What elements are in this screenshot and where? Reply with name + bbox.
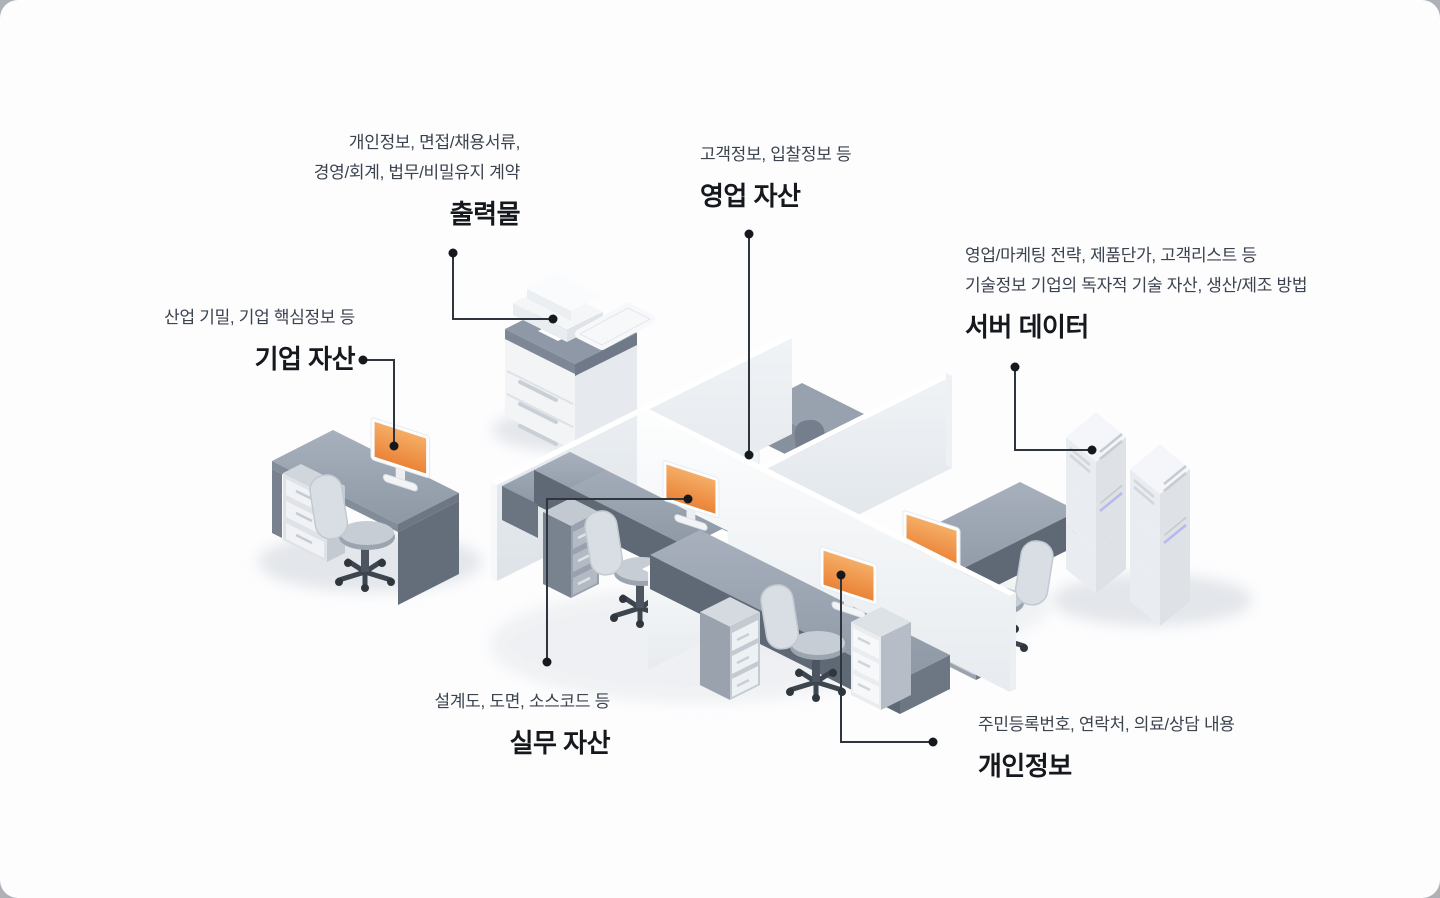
label-personal-info-desc-line1: 주민등록번호, 연락처, 의료/상담 내용: [978, 715, 1235, 734]
server-stack-right: [1130, 444, 1190, 626]
pedestal-south-right: [851, 607, 911, 710]
label-corporate-assets-desc: 산업 기밀, 기업 핵심정보 등: [164, 303, 355, 333]
label-corporate-assets-desc-line1: 산업 기밀, 기업 핵심정보 등: [164, 308, 355, 327]
label-work-assets-title: 실무 자산: [509, 728, 611, 758]
label-server-data-desc-line2: 기술정보 기업의 독자적 기술 자산, 생산/제조 방법: [965, 276, 1308, 295]
label-sales-assets-title: 영업 자산: [700, 181, 801, 211]
label-sales-assets-desc: 고객정보, 입찰정보 등: [700, 140, 852, 170]
connector-work-assets: [546, 498, 688, 662]
label-sales-assets-desc-line1: 고객정보, 입찰정보 등: [700, 145, 852, 164]
server-stack-left: [1066, 412, 1126, 594]
label-work-assets-desc: 설계도, 도면, 소스코드 등: [434, 687, 610, 717]
label-sales-assets: 고객정보, 입찰정보 등 영업 자산: [700, 140, 852, 212]
connector-server-data: [1014, 367, 1092, 451]
standalone-desk: [272, 416, 459, 605]
connector-personal-info: [840, 575, 933, 743]
label-server-data: 영업/마케팅 전략, 제품단가, 고객리스트 등 기술정보 기업의 독자적 기술…: [965, 241, 1307, 343]
label-server-data-title: 서버 데이터: [965, 312, 1089, 342]
label-printouts-desc-line1: 개인정보, 면접/채용서류,: [348, 133, 520, 152]
connector-dots: [358, 229, 1097, 747]
label-personal-info-title: 개인정보: [978, 751, 1072, 781]
connector-printouts: [452, 253, 553, 320]
label-corporate-assets: 산업 기밀, 기업 핵심정보 등 기업 자산: [164, 303, 355, 375]
label-printouts-desc-line2: 경영/회계, 법무/비밀유지 계약: [313, 163, 521, 182]
label-server-data-desc: 영업/마케팅 전략, 제품단가, 고객리스트 등 기술정보 기업의 독자적 기술…: [965, 241, 1307, 301]
label-server-data-desc-line1: 영업/마케팅 전략, 제품단가, 고객리스트 등: [965, 246, 1257, 265]
label-work-assets: 설계도, 도면, 소스코드 등 실무 자산: [434, 687, 610, 759]
pedestal-south-left: [700, 597, 760, 700]
label-personal-info-desc: 주민등록번호, 연락처, 의료/상담 내용: [978, 710, 1235, 740]
pedestal-west: [543, 498, 599, 598]
label-printouts: 개인정보, 면접/채용서류, 경영/회계, 법무/비밀유지 계약 출력물: [313, 128, 521, 230]
label-work-assets-desc-line1: 설계도, 도면, 소스코드 등: [434, 692, 610, 711]
label-corporate-assets-title: 기업 자산: [254, 344, 356, 374]
server-rack-stacks: [1066, 412, 1190, 626]
label-personal-info: 주민등록번호, 연락처, 의료/상담 내용 개인정보: [978, 710, 1235, 782]
label-printouts-title: 출력물: [449, 199, 521, 229]
label-printouts-desc: 개인정보, 면접/채용서류, 경영/회계, 법무/비밀유지 계약: [313, 128, 521, 188]
connector-lines: [363, 234, 1092, 743]
connector-corporate-assets: [363, 359, 395, 446]
cubicle-south-workstation: [650, 530, 950, 714]
